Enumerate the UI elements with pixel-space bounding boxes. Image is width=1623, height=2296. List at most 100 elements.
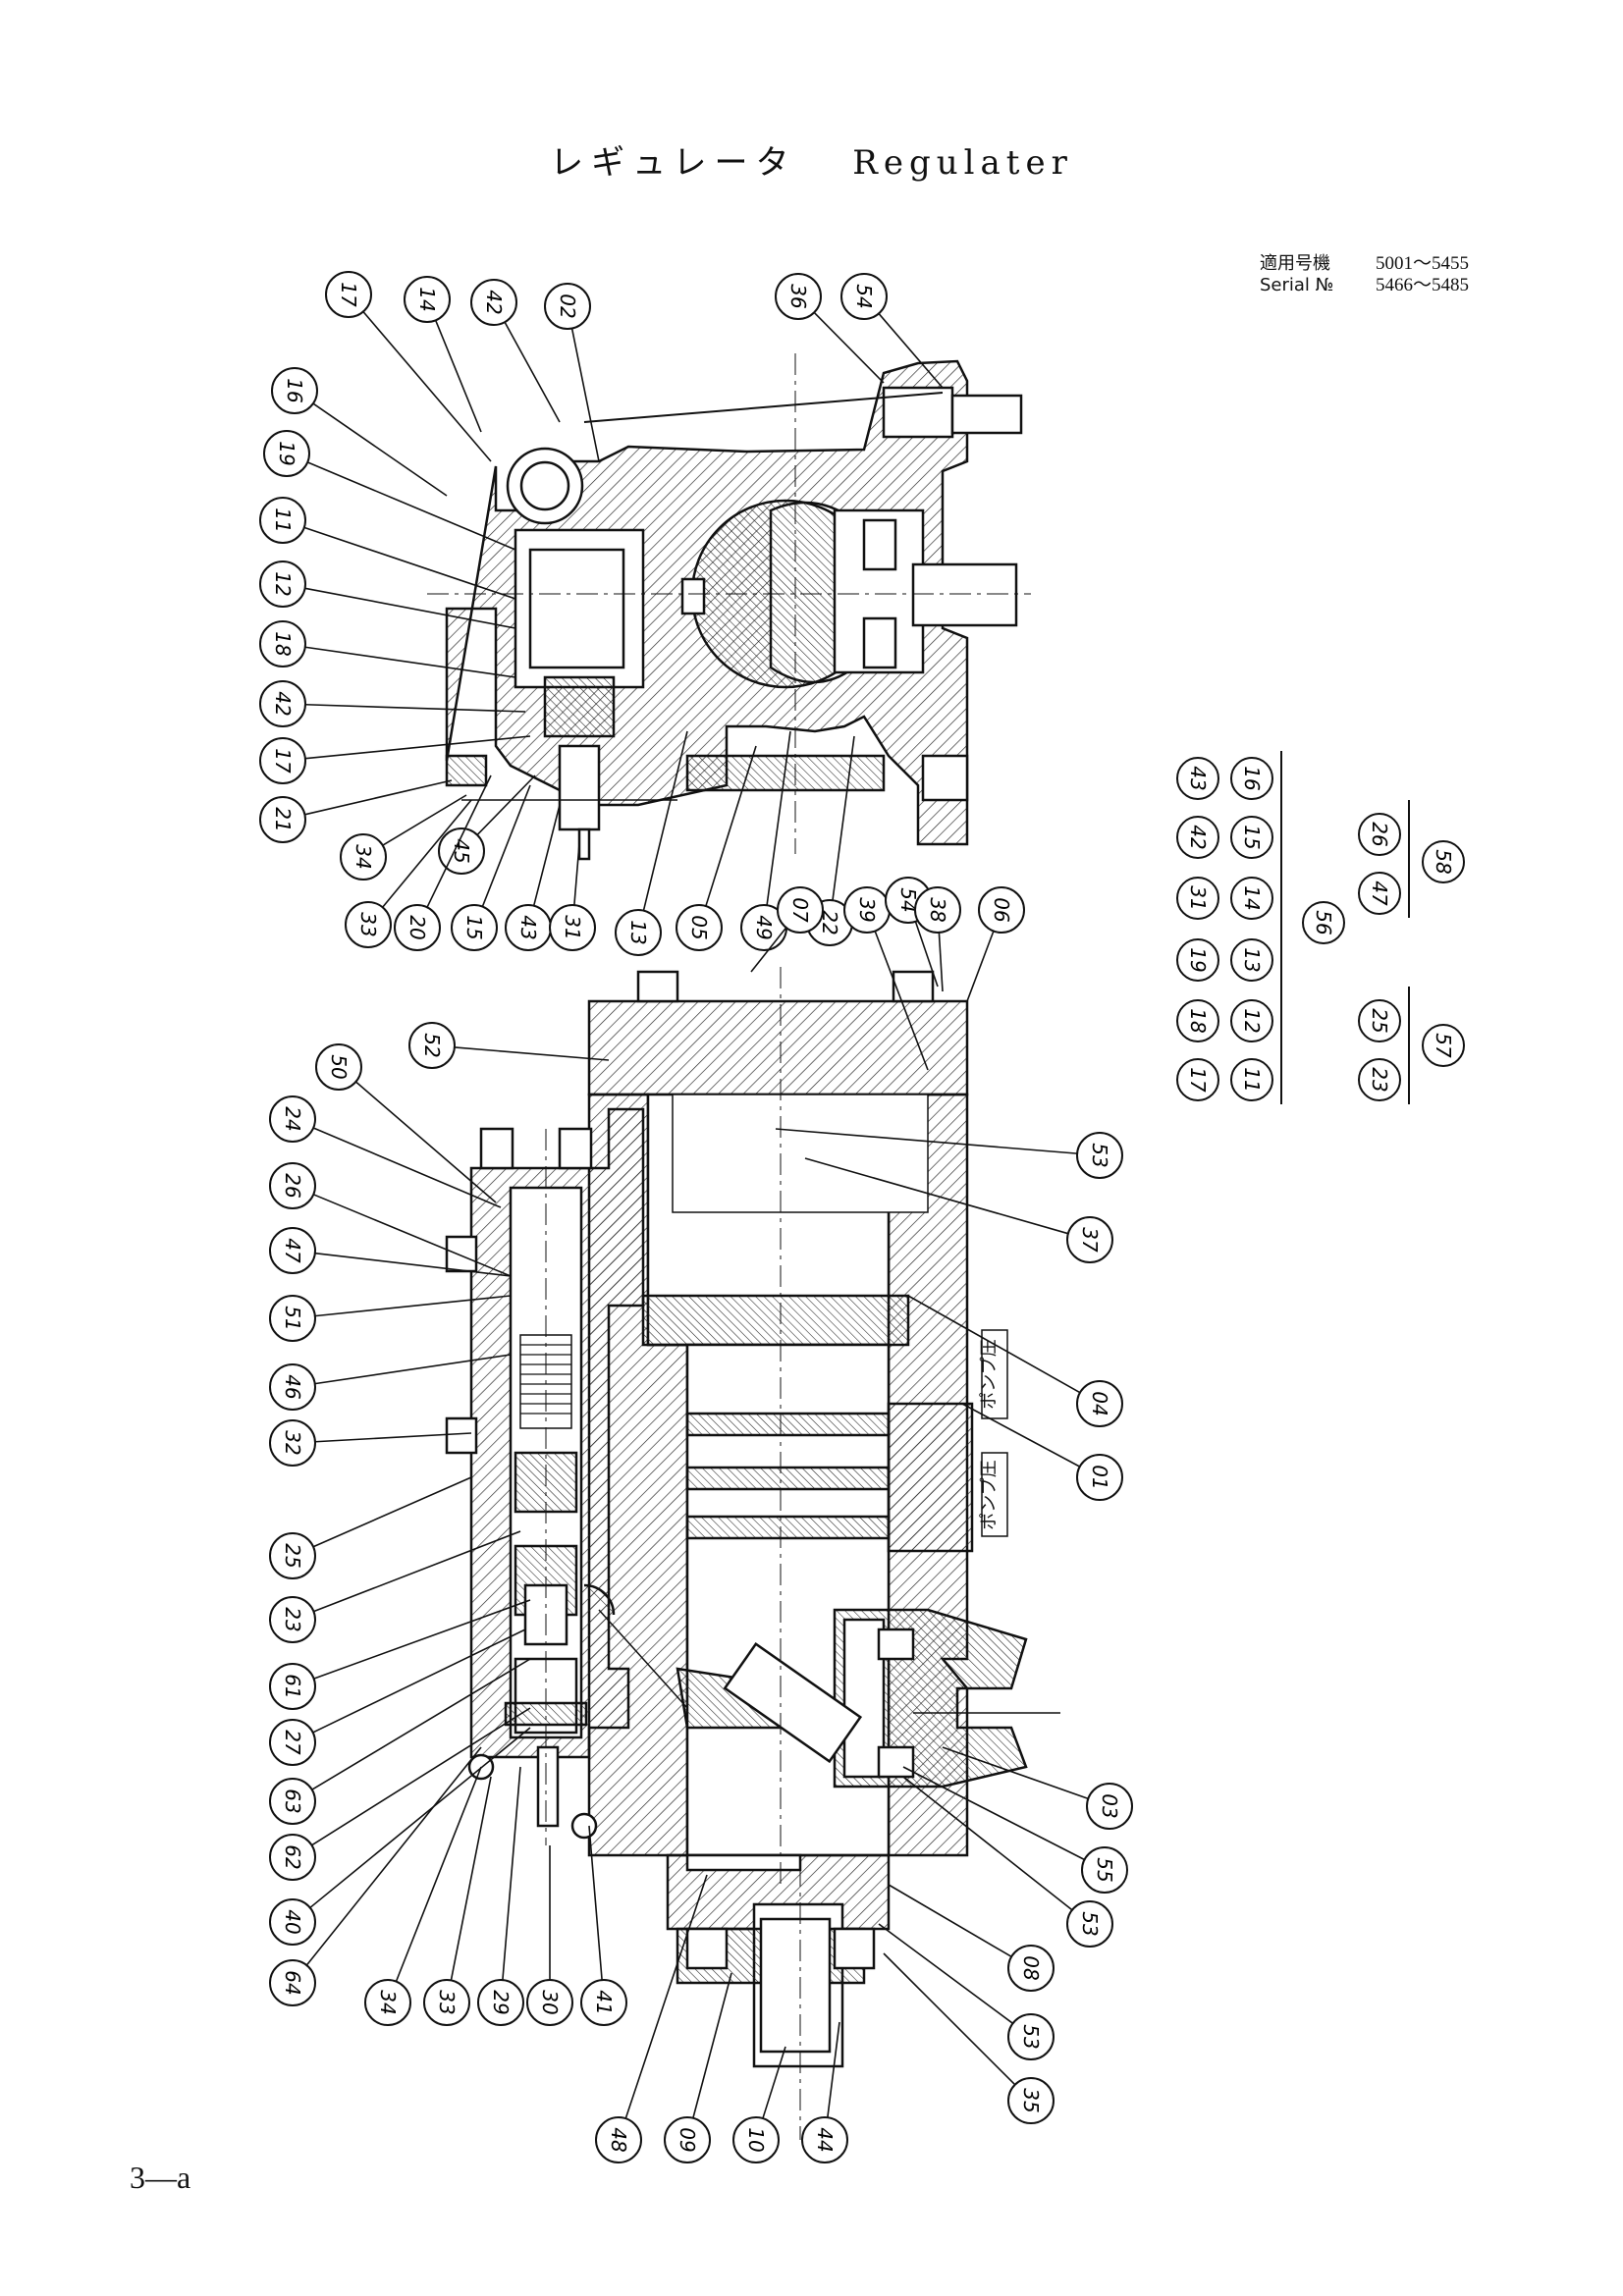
- callout-circle: [775, 273, 822, 320]
- callout-leader-line: [878, 312, 944, 389]
- group-part-number: 23: [1368, 1067, 1391, 1092]
- callout-number: 04: [1088, 1391, 1111, 1415]
- callout-number: 34: [352, 844, 375, 869]
- group-part-number-circle: [1230, 1058, 1273, 1101]
- callout-leader-line: [450, 1776, 492, 1981]
- lower-callout-lower-51: 51: [269, 1295, 512, 1342]
- callout-leader-line: [902, 1776, 1073, 1911]
- lower-callout-lower-38: 38: [914, 886, 961, 992]
- callout-leader-line: [832, 735, 855, 901]
- callout-circle: [345, 901, 392, 948]
- callout-circle: [404, 276, 451, 323]
- group-part-number: 14: [1240, 885, 1264, 910]
- callout-number: 45: [450, 838, 473, 863]
- group-part-number: 13: [1240, 947, 1264, 972]
- group-part-number-circle: [1176, 877, 1219, 920]
- lower-callout-lower-01: 01: [961, 1403, 1123, 1501]
- lower-callout-lower-06: 06: [966, 886, 1025, 1002]
- title-japanese: レギュレータ: [550, 143, 797, 183]
- group-part-number: 12: [1240, 1008, 1264, 1033]
- serial-range-block: 適用号機 5001〜5455 Serial № 5466〜5485: [1260, 253, 1469, 296]
- callout-number: 09: [676, 2127, 699, 2152]
- group-part-number: 43: [1186, 766, 1210, 790]
- lower-callout-lower-03: 03: [942, 1746, 1133, 1830]
- group-assembly-58-circle: [1422, 840, 1465, 883]
- callout-number: 13: [626, 920, 650, 944]
- upper-callout-upper-16: 16: [271, 367, 448, 497]
- callout-leader-line: [304, 646, 516, 678]
- serial-label-en: Serial №: [1260, 275, 1334, 295]
- callout-number: 53: [1088, 1143, 1111, 1167]
- callout-circle: [269, 1663, 316, 1710]
- callout-number: 42: [271, 691, 295, 716]
- group-part-number-circle: [1230, 938, 1273, 982]
- group-part-number-circle: [1176, 816, 1219, 859]
- callout-leader-line: [827, 2021, 840, 2118]
- callout-circle: [269, 1898, 316, 1946]
- serial-range-1: 5001〜5455: [1376, 253, 1470, 274]
- callout-circle: [840, 273, 888, 320]
- callout-number: 03: [1098, 1793, 1121, 1818]
- callout-number: 18: [271, 631, 295, 656]
- upper-callout-upper-02: 02: [544, 283, 600, 462]
- callout-number: 20: [406, 915, 429, 939]
- group-part-number: 47: [1368, 881, 1391, 906]
- group-assembly-56: 56: [1312, 910, 1335, 934]
- callout-number: 31: [561, 915, 584, 939]
- lower-callout-lower-09: 09: [664, 1972, 732, 2163]
- lower-callout-lower-61: 61: [269, 1599, 531, 1710]
- lower-assembly-section: [445, 967, 1060, 2140]
- group-part-number-circle: [1358, 872, 1401, 915]
- callout-leader-line: [311, 1707, 531, 1846]
- callout-number: 34: [376, 1990, 400, 2014]
- callout-leader-line: [303, 526, 516, 600]
- callout-leader-line: [312, 402, 448, 497]
- callout-leader-line: [570, 328, 600, 462]
- callout-number: 32: [281, 1430, 304, 1455]
- serial-range-2: 5466〜5485: [1376, 275, 1470, 295]
- callout-number: 29: [489, 1990, 513, 2014]
- group-part-number: 25: [1368, 1008, 1391, 1033]
- callout-number: 43: [516, 915, 540, 939]
- callout-number: 35: [1019, 2088, 1043, 2112]
- callout-circle: [1066, 1900, 1113, 1948]
- upper-callout-upper-31: 31: [549, 843, 596, 951]
- upper-callout-upper-20: 20: [394, 774, 492, 951]
- callout-circle: [732, 2116, 780, 2163]
- page-title: レギュレータ Regulater: [0, 135, 1623, 184]
- callout-leader-line: [750, 927, 787, 973]
- callout-circle: [271, 367, 318, 414]
- callout-circle: [269, 1778, 316, 1825]
- callout-circle: [914, 886, 961, 934]
- callout-number: 54: [852, 284, 876, 308]
- callout-leader-line: [304, 703, 526, 713]
- callout-number: 08: [1019, 1955, 1043, 1980]
- group-part-number-circle: [1358, 999, 1401, 1042]
- callout-circle: [477, 1979, 524, 2026]
- lower-callout-lower-64: 64: [269, 1746, 482, 2006]
- callout-number: 02: [556, 294, 579, 318]
- callout-circle: [259, 620, 306, 667]
- lower-callout-lower-39: 39: [843, 886, 929, 1071]
- callout-number: 30: [538, 1990, 562, 2014]
- callout-number: 37: [1078, 1227, 1102, 1253]
- callout-circle: [259, 561, 306, 608]
- callout-circle: [269, 1834, 316, 1881]
- callout-number: 06: [990, 897, 1013, 922]
- callout-leader-line: [961, 1403, 1081, 1468]
- callout-leader-line: [314, 1354, 512, 1385]
- callout-number: 48: [607, 2127, 630, 2152]
- callout-circle: [269, 1162, 316, 1209]
- callout-number: 44: [813, 2127, 837, 2152]
- lower-callout-lower-53a: 53: [775, 1128, 1123, 1179]
- group-part-number: 26: [1368, 822, 1391, 846]
- callout-number: 24: [281, 1106, 304, 1131]
- callout-leader-line: [762, 2046, 786, 2119]
- callout-circle: [269, 1227, 316, 1274]
- callout-circle: [615, 909, 662, 956]
- callout-leader-line: [902, 1766, 1085, 1861]
- callout-circle: [544, 283, 591, 330]
- callout-leader-line: [362, 310, 492, 462]
- group-part-number-circle: [1176, 757, 1219, 800]
